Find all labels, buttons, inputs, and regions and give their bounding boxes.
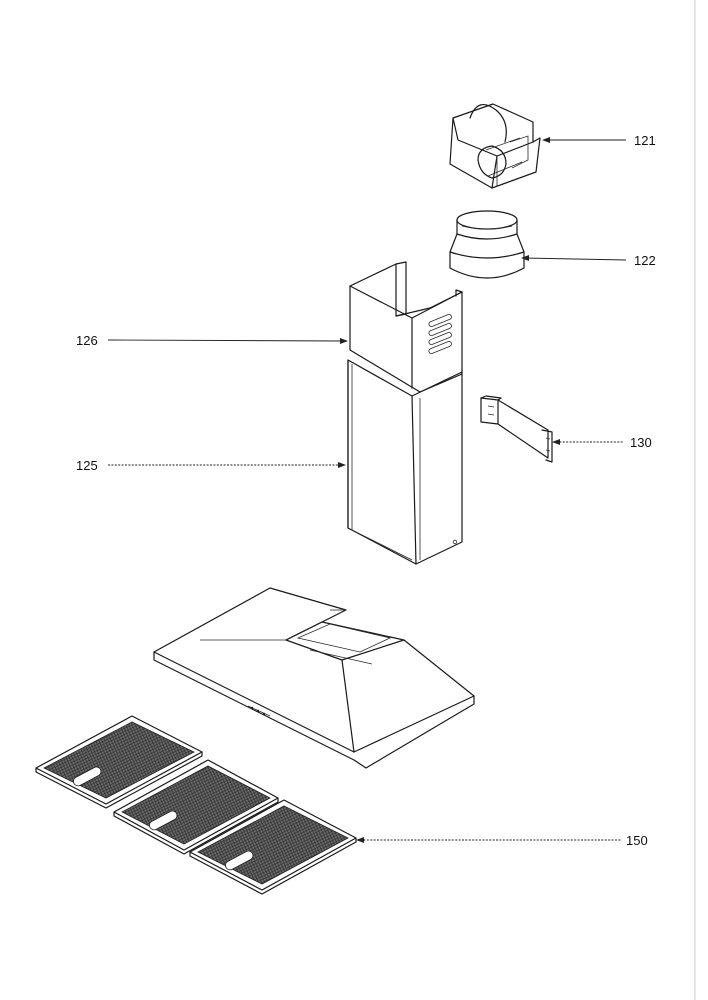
vent-slots [428,314,452,354]
callout-121: 121 [634,133,656,148]
callout-125: 125 [76,458,98,473]
callout-126: 126 [76,333,98,348]
callout-labels: 121 122 126 125 130 150 [76,133,656,848]
bracket-121-drawing [449,103,541,189]
arrowhead-130 [552,439,560,445]
callout-150: 150 [626,833,648,848]
upper-chimney-126-drawing [349,261,463,393]
chimney-bracket-130-drawing [480,395,553,463]
arrowhead-122 [521,255,529,261]
hood-canopy-drawing [153,587,475,769]
leader-122 [523,257,627,261]
grease-filter-3 [189,799,357,895]
filter-handle-2 [149,810,178,831]
filter-handle-3 [225,850,254,871]
arrowhead-150 [356,837,364,843]
grease-filter-1 [35,715,203,809]
arrowhead-121 [542,137,550,143]
leader-126 [107,339,345,342]
leader-lines [107,137,627,843]
arrowhead-126 [340,338,348,344]
lower-chimney-125-drawing [347,359,463,565]
filter-handle-1 [73,766,102,787]
callout-130: 130 [630,435,652,450]
duct-adapter-122-drawing [449,210,525,279]
arrowhead-125 [338,462,346,468]
grease-filters-150-drawing [35,715,357,895]
grease-filter-2 [113,759,279,855]
callout-122: 122 [634,253,656,268]
